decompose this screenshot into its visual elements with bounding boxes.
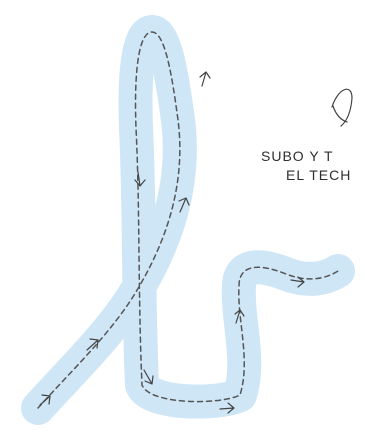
caption-line-2: EL TECH: [286, 167, 352, 183]
direction-arrow-4: [199, 71, 211, 87]
direction-arrow-3: [178, 197, 190, 213]
direction-arrow-6: [143, 369, 154, 385]
direction-arrow-9: [290, 276, 305, 288]
direction-arrow-2: [86, 338, 99, 351]
direction-arrow-5: [134, 171, 146, 187]
direction-arrow-7: [219, 402, 235, 414]
direction-arrow-8: [234, 309, 245, 324]
direction-arrow-1: [39, 394, 51, 406]
wisp-icon: [331, 88, 353, 127]
letter-guide-path: [37, 31, 339, 409]
caption-line-1: SUBO Y T: [261, 148, 334, 164]
letter-trace-band: [21, 15, 355, 425]
